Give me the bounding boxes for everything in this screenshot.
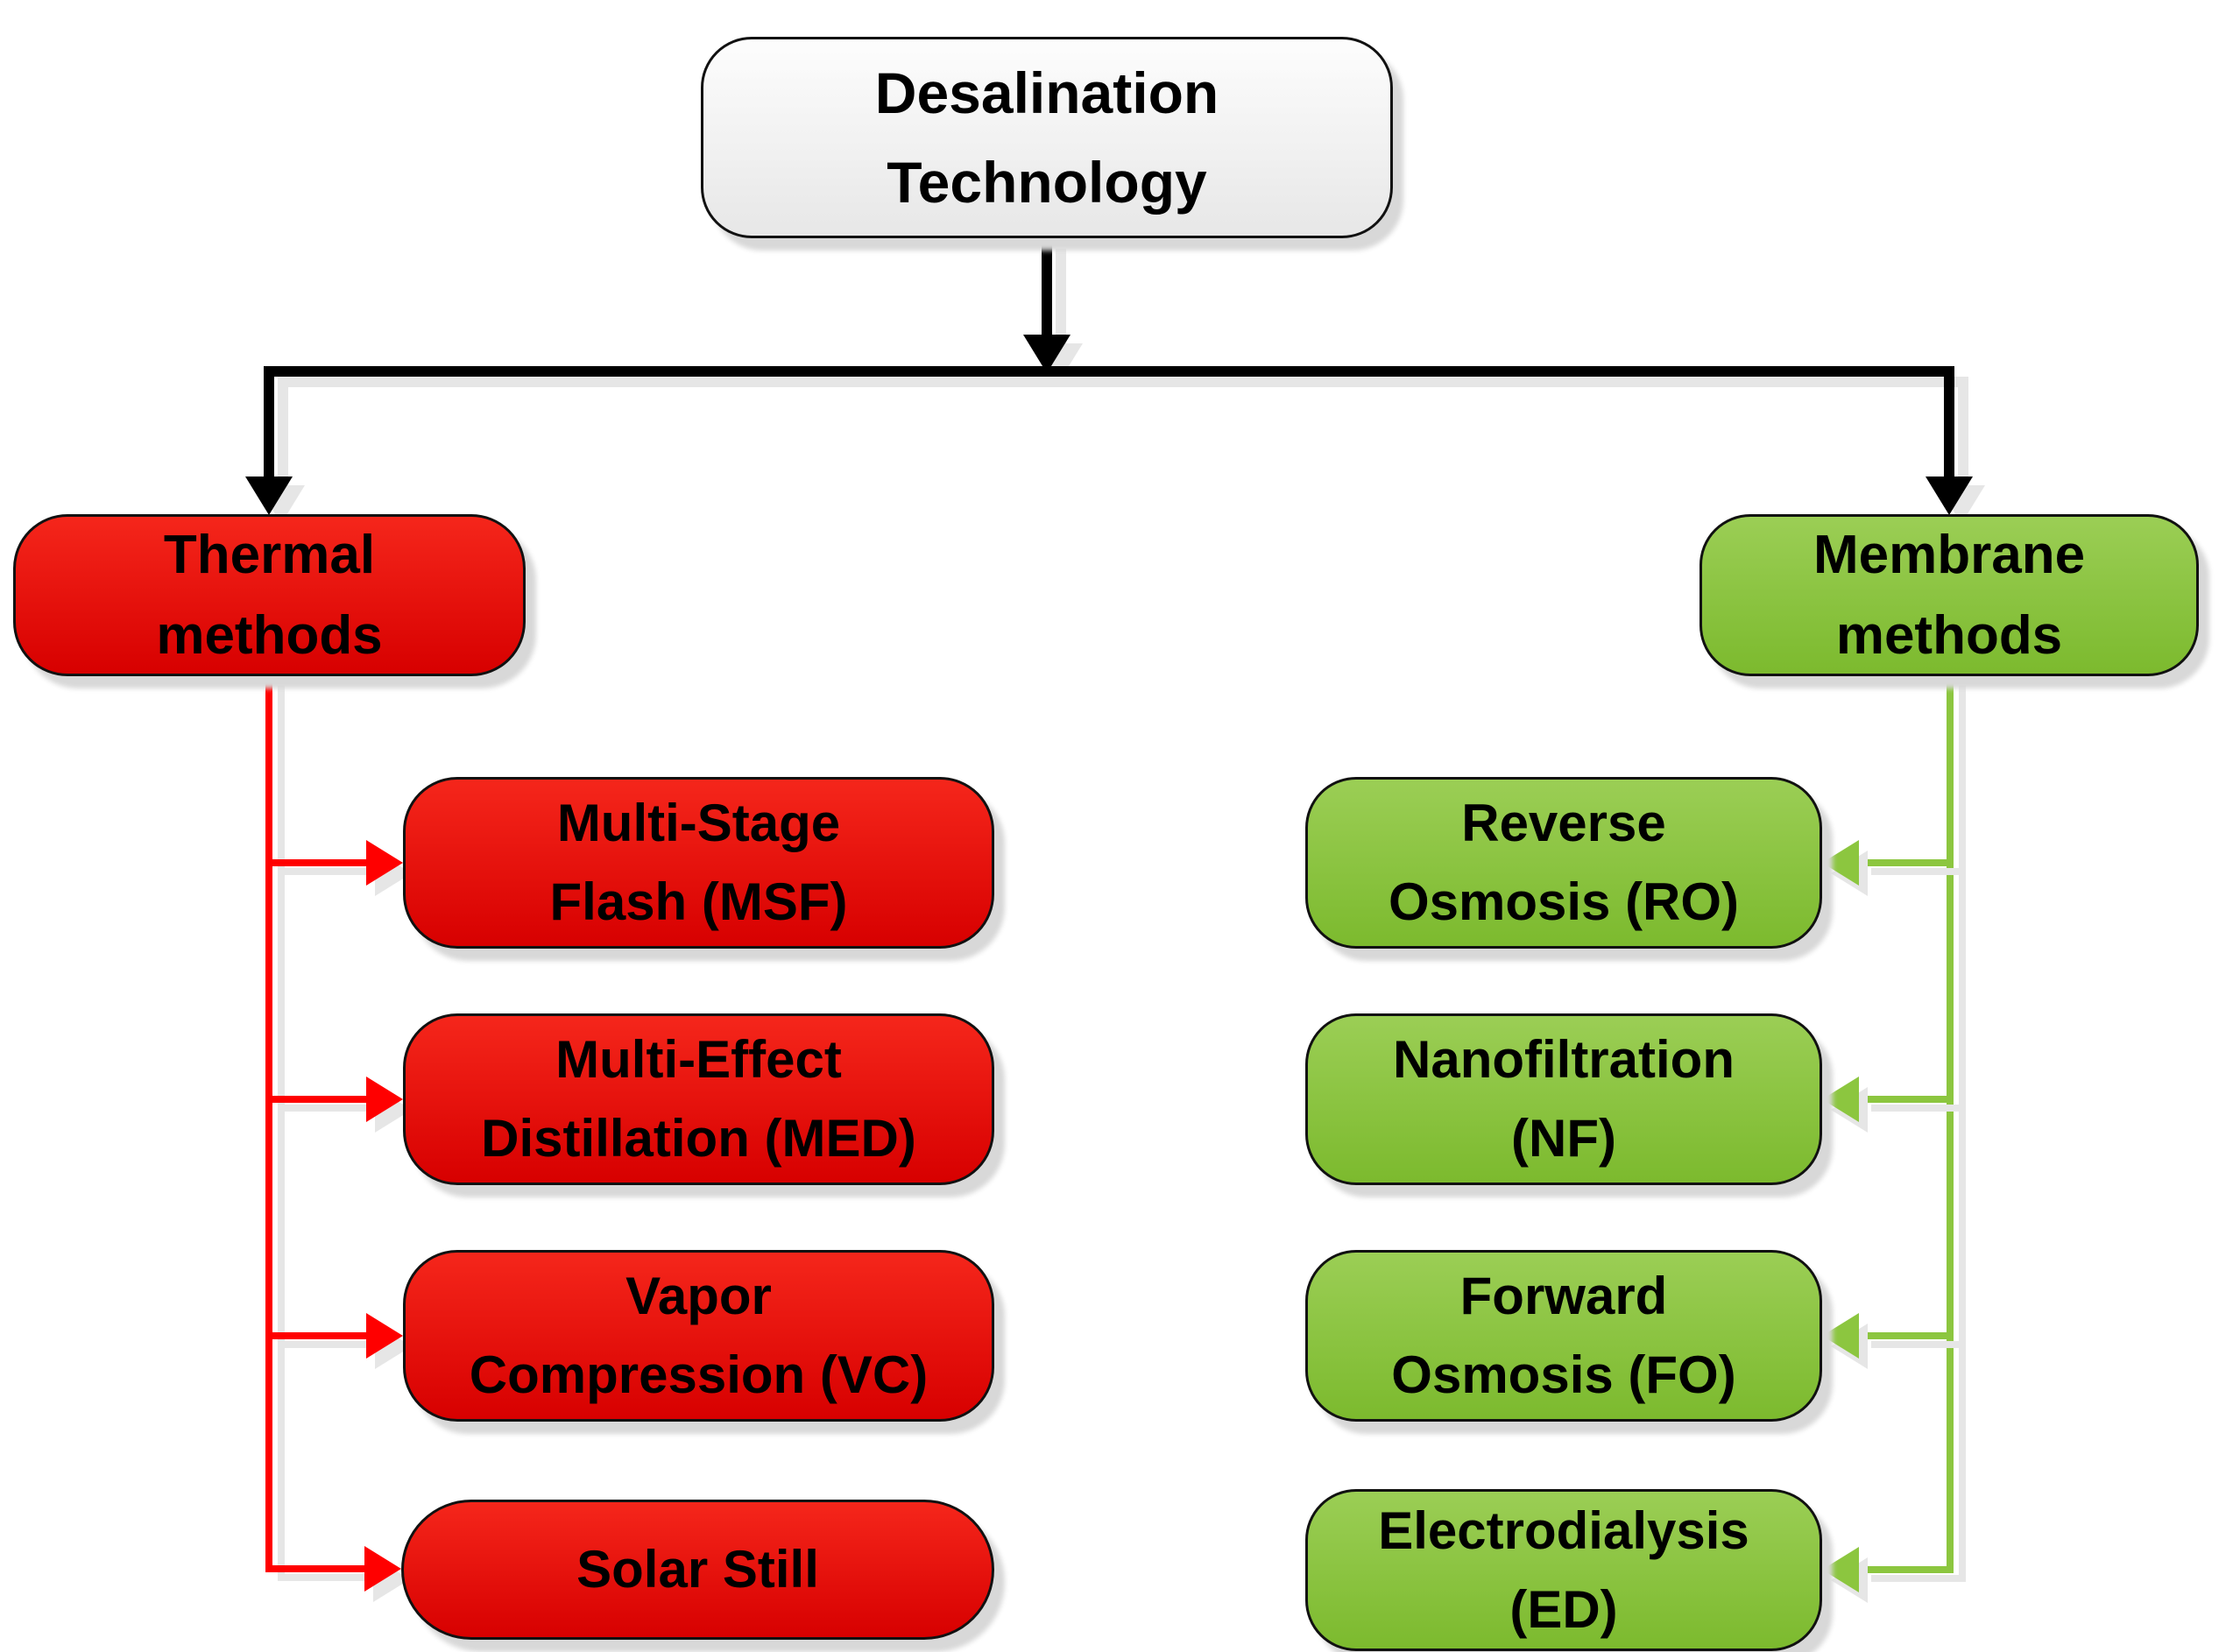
node-label-line: Nanofiltration [1393,1030,1735,1089]
membrane-branch-line-ro [1859,859,1954,866]
arrowhead-left-icon [1822,1077,1859,1122]
node-label-line: Forward [1459,1267,1668,1325]
membrane-trunk-line [1947,676,1954,1573]
node-label-line: Multi-Effect [555,1030,842,1089]
node-vapor-compression: Vapor Compression (VC) [403,1250,994,1422]
node-label-line: Osmosis (RO) [1388,872,1740,931]
branch-crossbar-line [264,366,1954,377]
membrane-branch-line-nf [1859,1096,1954,1103]
arrowhead-down-icon [1926,477,1973,515]
node-label-line: Flash (MSF) [549,872,848,931]
node-label-line: methods [1835,604,2063,666]
arrowhead-left-icon [1822,1313,1859,1359]
thermal-branch-line-med [265,1096,366,1103]
root-stem-line [1042,238,1052,336]
node-label-line: Distillation (MED) [481,1109,916,1168]
thermal-drop-line [264,366,274,478]
node-forward-osmosis: Forward Osmosis (FO) [1305,1250,1822,1422]
node-label-line: Compression (VC) [469,1345,929,1404]
thermal-branch-line-vc [265,1332,366,1339]
arrowhead-left-icon [1822,840,1859,886]
arrowhead-right-icon [366,1313,403,1359]
membrane-branch-line-ed [1859,1566,1954,1573]
node-label-line: (NF) [1511,1109,1616,1168]
thermal-branch-line-solar [265,1565,364,1572]
node-label-line: Desalination [874,60,1219,125]
node-electrodialysis: Electrodialysis (ED) [1305,1489,1822,1651]
thermal-branch-line-msf [265,859,366,866]
node-label-line: Membrane [1812,524,2086,585]
node-label-line: Electrodialysis [1378,1500,1749,1560]
arrowhead-right-icon [366,1077,403,1122]
node-label-line: (ED) [1509,1579,1618,1639]
thermal-trunk-line [265,676,272,1572]
membrane-branch-line-fo [1859,1332,1954,1339]
node-label-line: Multi-Stage [556,794,841,852]
node-multi-effect-distillation: Multi-Effect Distillation (MED) [403,1013,994,1185]
node-desalination-technology: Desalination Technology [701,37,1393,238]
arrowhead-right-icon [364,1546,401,1592]
node-label-line: Solar Still [576,1540,819,1599]
node-label-line: Osmosis (FO) [1391,1345,1736,1404]
node-reverse-osmosis: Reverse Osmosis (RO) [1305,777,1822,949]
node-multi-stage-flash: Multi-Stage Flash (MSF) [403,777,994,949]
arrowhead-right-icon [366,840,403,886]
arrowhead-left-icon [1822,1547,1859,1592]
node-label-line: methods [156,604,383,666]
node-label-line: Technology [887,150,1207,215]
node-membrane-methods: Membrane methods [1699,514,2199,676]
node-thermal-methods: Thermal methods [13,514,526,676]
node-solar-still: Solar Still [401,1500,994,1640]
node-nanofiltration: Nanofiltration (NF) [1305,1013,1822,1185]
arrowhead-down-icon [245,477,293,515]
node-label-line: Thermal [163,524,376,585]
membrane-drop-line [1944,366,1954,478]
node-label-line: Vapor [625,1267,772,1325]
node-label-line: Reverse [1461,794,1666,852]
